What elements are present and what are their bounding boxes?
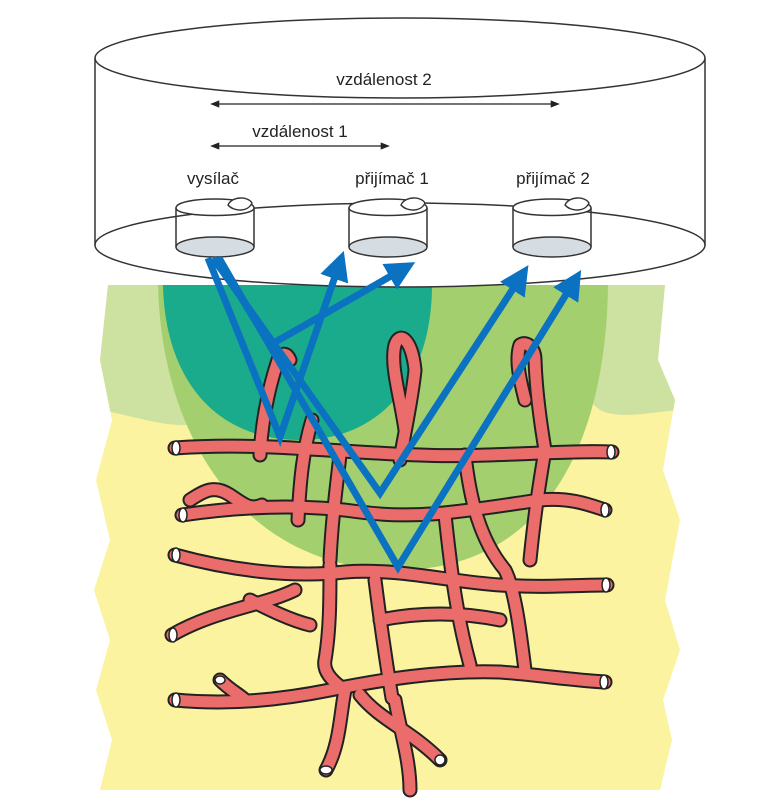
blood-vessel-network: [164, 330, 620, 798]
light-path-receiver-2-outer: [215, 256, 582, 574]
transmitter-label: vysílač: [187, 169, 239, 188]
receiver-optode-icon: přijímač 2: [512, 169, 592, 258]
light-path-receiver-2-inner: [210, 255, 529, 500]
receiver-optode-icon: přijímač 1: [348, 169, 429, 258]
vessel-cut-ends: [168, 440, 616, 775]
light-paths: [204, 250, 582, 574]
vessel-fill: [166, 332, 618, 796]
transmitter-optode-icon: vysílač: [175, 169, 255, 258]
probe-top-rim: [94, 17, 706, 99]
distance-markers: vzdálenost 2 vzdálenost 1: [210, 70, 560, 150]
distance-1-label: vzdálenost 1: [252, 122, 347, 141]
receiver-2-label: přijímač 2: [516, 169, 590, 188]
distance-2-label: vzdálenost 2: [336, 70, 431, 89]
receiver-1-label: přijímač 1: [355, 169, 429, 188]
shallow-penetration-region: [163, 285, 432, 440]
